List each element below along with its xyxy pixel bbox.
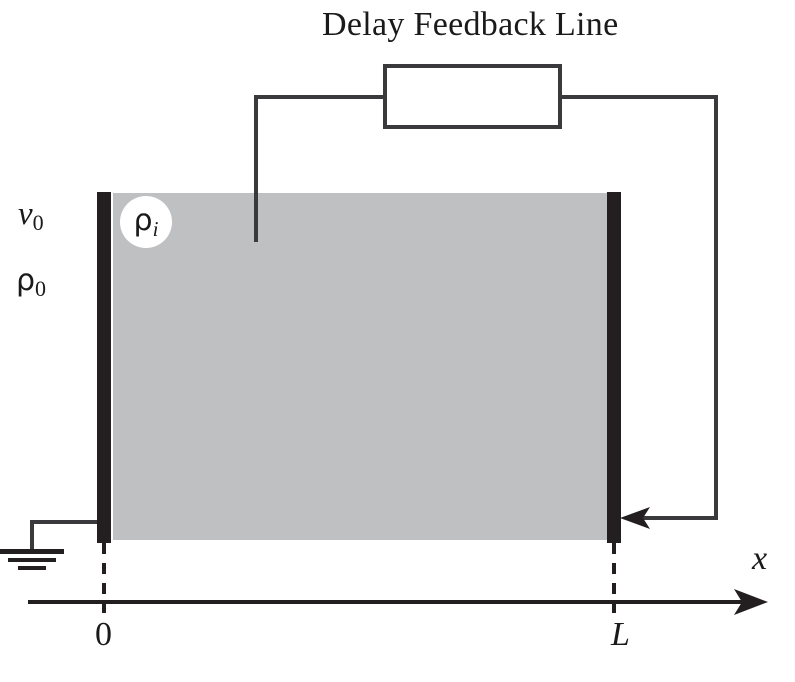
injected-density-label: ρ0	[16, 262, 46, 302]
injected-density-symbol: ρ	[16, 263, 36, 298]
left-electrode	[97, 192, 111, 543]
right-electrode	[607, 192, 621, 543]
internal-density-badge: ρi	[120, 196, 172, 248]
ground-bar-1	[0, 549, 64, 554]
axis-tick-origin: 0	[95, 616, 112, 653]
ground-wire	[30, 520, 97, 551]
feedback-arrowhead-icon	[620, 507, 650, 529]
drift-velocity-symbol: v	[18, 196, 33, 232]
axis-tick-length: L	[611, 616, 630, 653]
ground-bar-3	[18, 566, 46, 570]
internal-density-subscript: i	[152, 216, 159, 241]
ground-bar-2	[8, 558, 56, 562]
feedback-return-wire	[560, 95, 718, 520]
x-axis-arrowhead-icon	[734, 589, 768, 615]
internal-density-symbol: ρ	[133, 202, 153, 238]
injected-density-subscript: 0	[35, 276, 47, 302]
drift-velocity-subscript: 0	[32, 210, 44, 236]
plasma-gap-region	[113, 193, 607, 540]
delay-line-box[interactable]	[383, 64, 562, 129]
drift-velocity-label: v0	[18, 196, 44, 236]
internal-density-label: ρi	[134, 203, 159, 242]
signal-pickup-probe	[254, 95, 385, 242]
x-axis-label: x	[752, 540, 768, 577]
figure-title: Delay Feedback Line	[322, 6, 619, 43]
